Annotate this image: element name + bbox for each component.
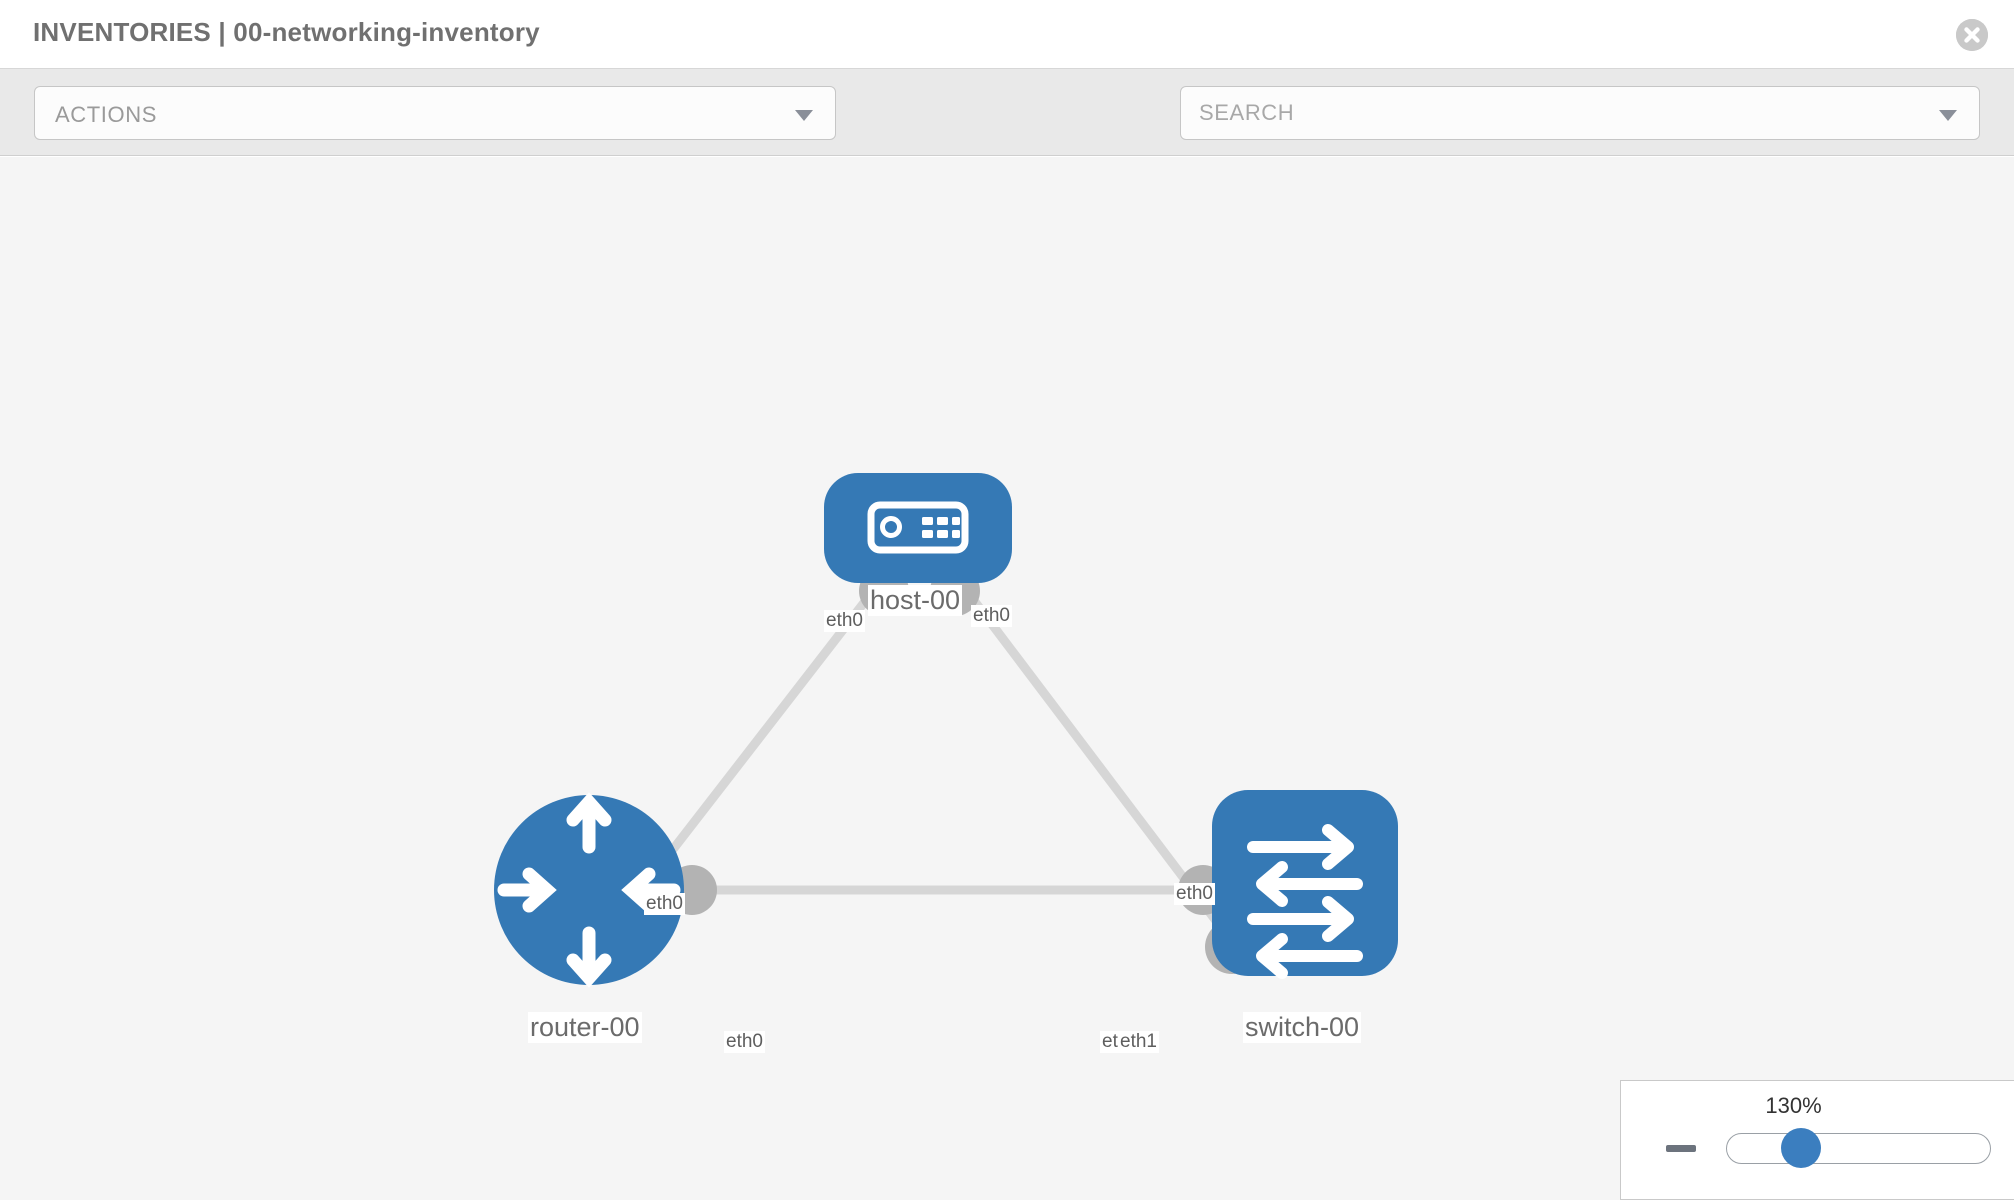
search-input[interactable] xyxy=(1199,87,1899,139)
link-host-router[interactable] xyxy=(636,579,884,895)
node-router-00[interactable] xyxy=(494,792,684,988)
node-label-router-00: router-00 xyxy=(528,1012,642,1044)
iface-label-host-eth0-left: eth0 xyxy=(824,610,865,632)
zoom-level-label: 130% xyxy=(1765,1093,1822,1118)
zoom-control-panel: 130% xyxy=(1620,1080,2014,1200)
page-title: INVENTORIES | 00-networking-inventory xyxy=(33,17,540,47)
iface-label-router-uplink-eth0: eth0 xyxy=(644,893,685,915)
iface-label-switch-uplink-eth0: eth0 xyxy=(1174,883,1215,905)
actions-dropdown-label: ACTIONS xyxy=(55,102,157,127)
search-box[interactable] xyxy=(1180,86,1980,140)
toolbar: ACTIONS xyxy=(0,69,2014,195)
node-label-host-00: host-00 xyxy=(868,585,963,617)
node-host-00[interactable] xyxy=(824,473,1012,583)
zoom-slider-thumb[interactable] xyxy=(1781,1128,1821,1168)
close-icon[interactable] xyxy=(1956,19,1988,51)
chevron-down-icon xyxy=(795,110,813,121)
topology-canvas[interactable]: host-00 router-00 switch-00 eth0 eth0 et… xyxy=(0,157,2014,1200)
node-switch-00[interactable] xyxy=(1212,790,1398,979)
iface-label-router-eth0: eth0 xyxy=(724,1031,765,1053)
server-icon xyxy=(867,501,969,554)
iface-label-switch-eth1: eth1 xyxy=(1118,1031,1159,1053)
topology-ports xyxy=(667,566,1259,974)
actions-dropdown[interactable]: ACTIONS xyxy=(34,86,836,140)
switch-arrows-icon xyxy=(1247,824,1363,979)
topology-links xyxy=(636,579,1236,945)
page-header: INVENTORIES | 00-networking-inventory xyxy=(0,0,2014,69)
topology-graph xyxy=(494,473,1398,988)
iface-label-host-eth0-right: eth0 xyxy=(971,605,1012,627)
chevron-down-icon[interactable] xyxy=(1939,110,1957,121)
router-arrows-icon xyxy=(497,792,681,988)
node-label-switch-00: switch-00 xyxy=(1243,1012,1362,1044)
zoom-slider-track[interactable] xyxy=(1726,1133,1991,1164)
zoom-out-button[interactable] xyxy=(1666,1145,1696,1152)
